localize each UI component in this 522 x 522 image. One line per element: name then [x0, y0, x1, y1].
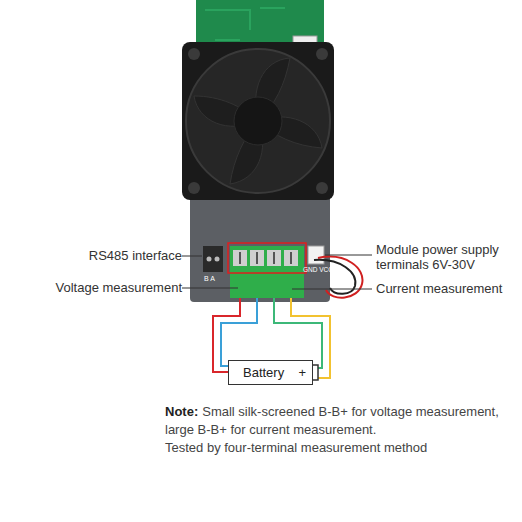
highlight-frame	[228, 243, 306, 273]
power-connector	[308, 246, 324, 264]
silkscreen-text: B A	[204, 274, 215, 283]
fan-hub	[234, 97, 282, 145]
terminal-screws	[233, 250, 298, 266]
fan-screw	[188, 48, 200, 60]
leader-line	[182, 256, 202, 257]
power-wire	[318, 257, 362, 298]
leader-line	[292, 289, 372, 290]
callout-label: Current measurement	[376, 281, 502, 297]
battery-box: Battery +	[228, 360, 313, 385]
note-text: large B-B+ for current measurement.	[165, 422, 376, 438]
leader-line	[325, 255, 372, 256]
callout-label: Module power supply terminals 6V-30V	[376, 242, 516, 272]
rs485-connector	[203, 246, 223, 272]
battery-label: Battery	[243, 365, 284, 380]
pcb-trace	[205, 8, 285, 40]
note-text: Small silk-screened B-B+ for voltage mea…	[202, 404, 499, 420]
load-wire	[274, 298, 322, 368]
fan-screw	[188, 182, 200, 194]
leader-line	[182, 288, 238, 289]
sense-wire	[221, 298, 257, 366]
callout-label: Voltage measurement	[56, 280, 182, 296]
note-heading: Note:	[165, 404, 198, 420]
connector-pin	[215, 257, 220, 262]
fan-frame	[182, 42, 334, 200]
fan-ring	[186, 49, 330, 193]
terminal-block	[230, 246, 304, 298]
note-text: Tested by four-terminal measurement meth…	[165, 440, 427, 456]
fan-screw	[316, 182, 328, 194]
fan-blades	[194, 58, 322, 184]
callout-label: RS485 interface	[89, 248, 182, 264]
silkscreen-text: GND VCC	[303, 266, 333, 274]
connector-pin	[207, 257, 212, 262]
fan-screw	[316, 48, 328, 60]
polarity-mark: +	[298, 365, 306, 380]
